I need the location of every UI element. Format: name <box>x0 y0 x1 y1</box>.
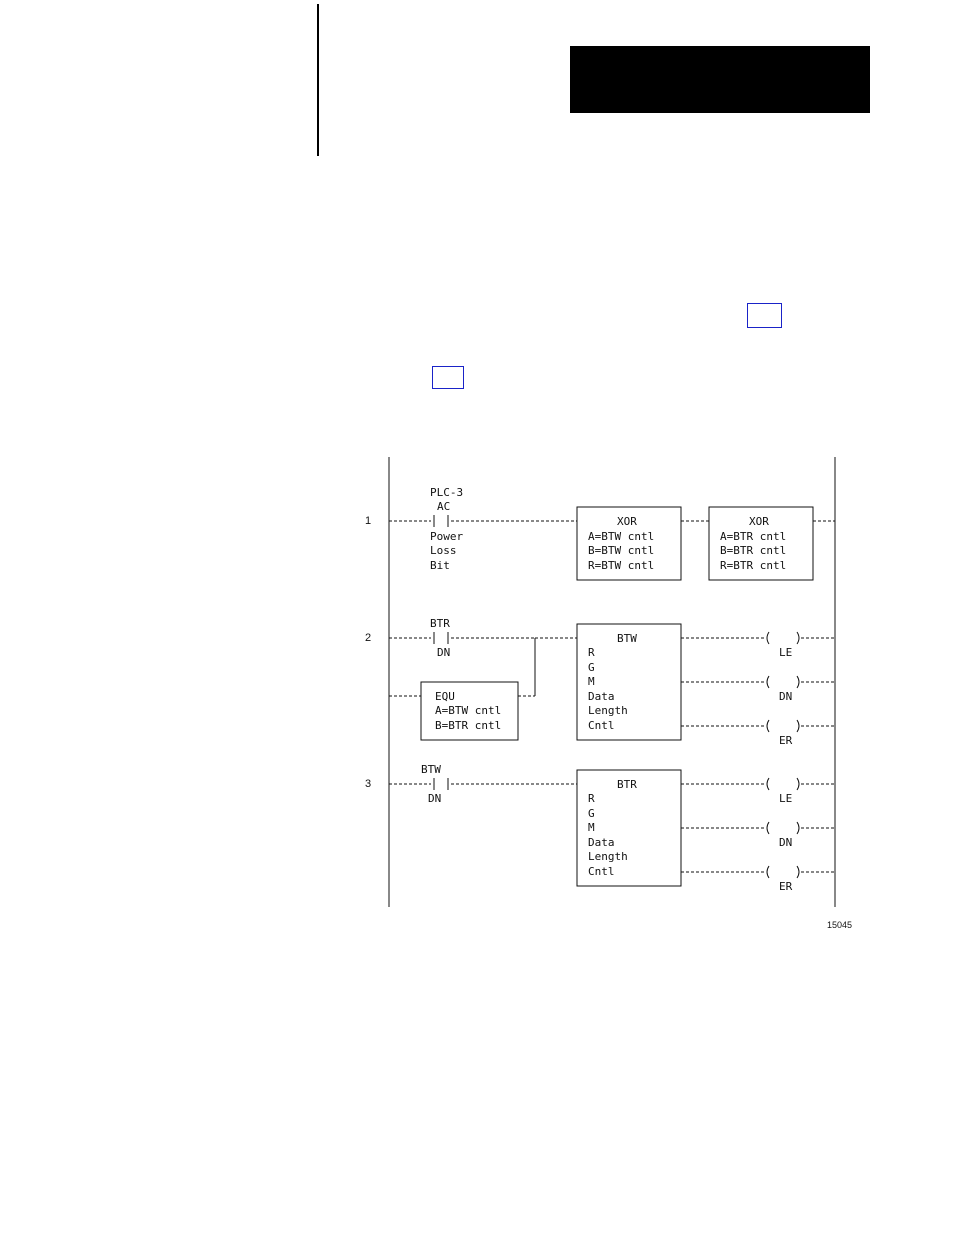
output-coil <box>766 777 800 791</box>
block-parameter: A=BTW cntl <box>588 530 654 543</box>
output-coil <box>766 865 800 879</box>
output-coil <box>766 631 800 645</box>
xor-block <box>576 506 682 581</box>
contact-label: Loss <box>430 544 457 557</box>
block-parameter: A=BTW cntl <box>435 704 501 717</box>
cross-reference-box[interactable] <box>747 303 782 328</box>
output-label: DN <box>779 690 792 703</box>
figure-number: 15045 <box>827 920 853 930</box>
output-label: ER <box>779 734 793 747</box>
output-label: DN <box>779 836 792 849</box>
block-parameter: Cntl <box>588 719 615 732</box>
output-label: LE <box>779 792 792 805</box>
block-parameter: G <box>588 807 595 820</box>
block-title: EQU <box>435 690 455 703</box>
contact-label: Power <box>430 530 463 543</box>
block-parameter: R=BTR cntl <box>720 559 786 572</box>
ladder-diagram: 1 PLC-3 AC Power Loss Bit XOR A=BTW cntl… <box>359 452 843 912</box>
block-parameter: Data <box>588 836 615 849</box>
block-parameter: R <box>588 792 595 805</box>
contact-label: Bit <box>430 559 450 572</box>
block-parameter: Length <box>588 850 628 863</box>
block-parameter: A=BTR cntl <box>720 530 786 543</box>
block-parameter: Length <box>588 704 628 717</box>
cross-reference-box[interactable] <box>432 366 464 389</box>
block-parameter: R=BTW cntl <box>588 559 654 572</box>
chapter-header-block <box>570 46 870 113</box>
block-parameter: M <box>588 675 595 688</box>
block-parameter: Cntl <box>588 865 615 878</box>
contact-label: DN <box>428 792 441 805</box>
output-label: ER <box>779 880 793 893</box>
block-title: BTR <box>617 778 637 791</box>
output-label: LE <box>779 646 792 659</box>
output-coil <box>766 719 800 733</box>
xor-block <box>708 506 814 581</box>
contact-address: BTR <box>430 617 450 630</box>
block-parameter: M <box>588 821 595 834</box>
rung-number: 1 <box>365 515 371 527</box>
rung-number: 3 <box>365 778 371 790</box>
ladder-diagram-svg: 1 PLC-3 AC Power Loss Bit XOR A=BTW cntl… <box>365 457 836 907</box>
contact-address: AC <box>437 500 450 513</box>
equ-block <box>420 681 519 741</box>
block-parameter: Data <box>588 690 615 703</box>
contact-label: DN <box>437 646 450 659</box>
margin-rule <box>317 4 319 156</box>
block-title: XOR <box>749 515 769 528</box>
contact-address: BTW <box>421 763 441 776</box>
contact-address: PLC-3 <box>430 486 463 499</box>
block-parameter: B=BTR cntl <box>720 544 786 557</box>
block-parameter: G <box>588 661 595 674</box>
rung-number: 2 <box>365 632 371 644</box>
block-parameter: R <box>588 646 595 659</box>
block-title: BTW <box>617 632 637 645</box>
block-title: XOR <box>617 515 637 528</box>
output-coil <box>766 821 800 835</box>
block-parameter: B=BTR cntl <box>435 719 501 732</box>
output-coil <box>766 675 800 689</box>
block-parameter: B=BTW cntl <box>588 544 654 557</box>
